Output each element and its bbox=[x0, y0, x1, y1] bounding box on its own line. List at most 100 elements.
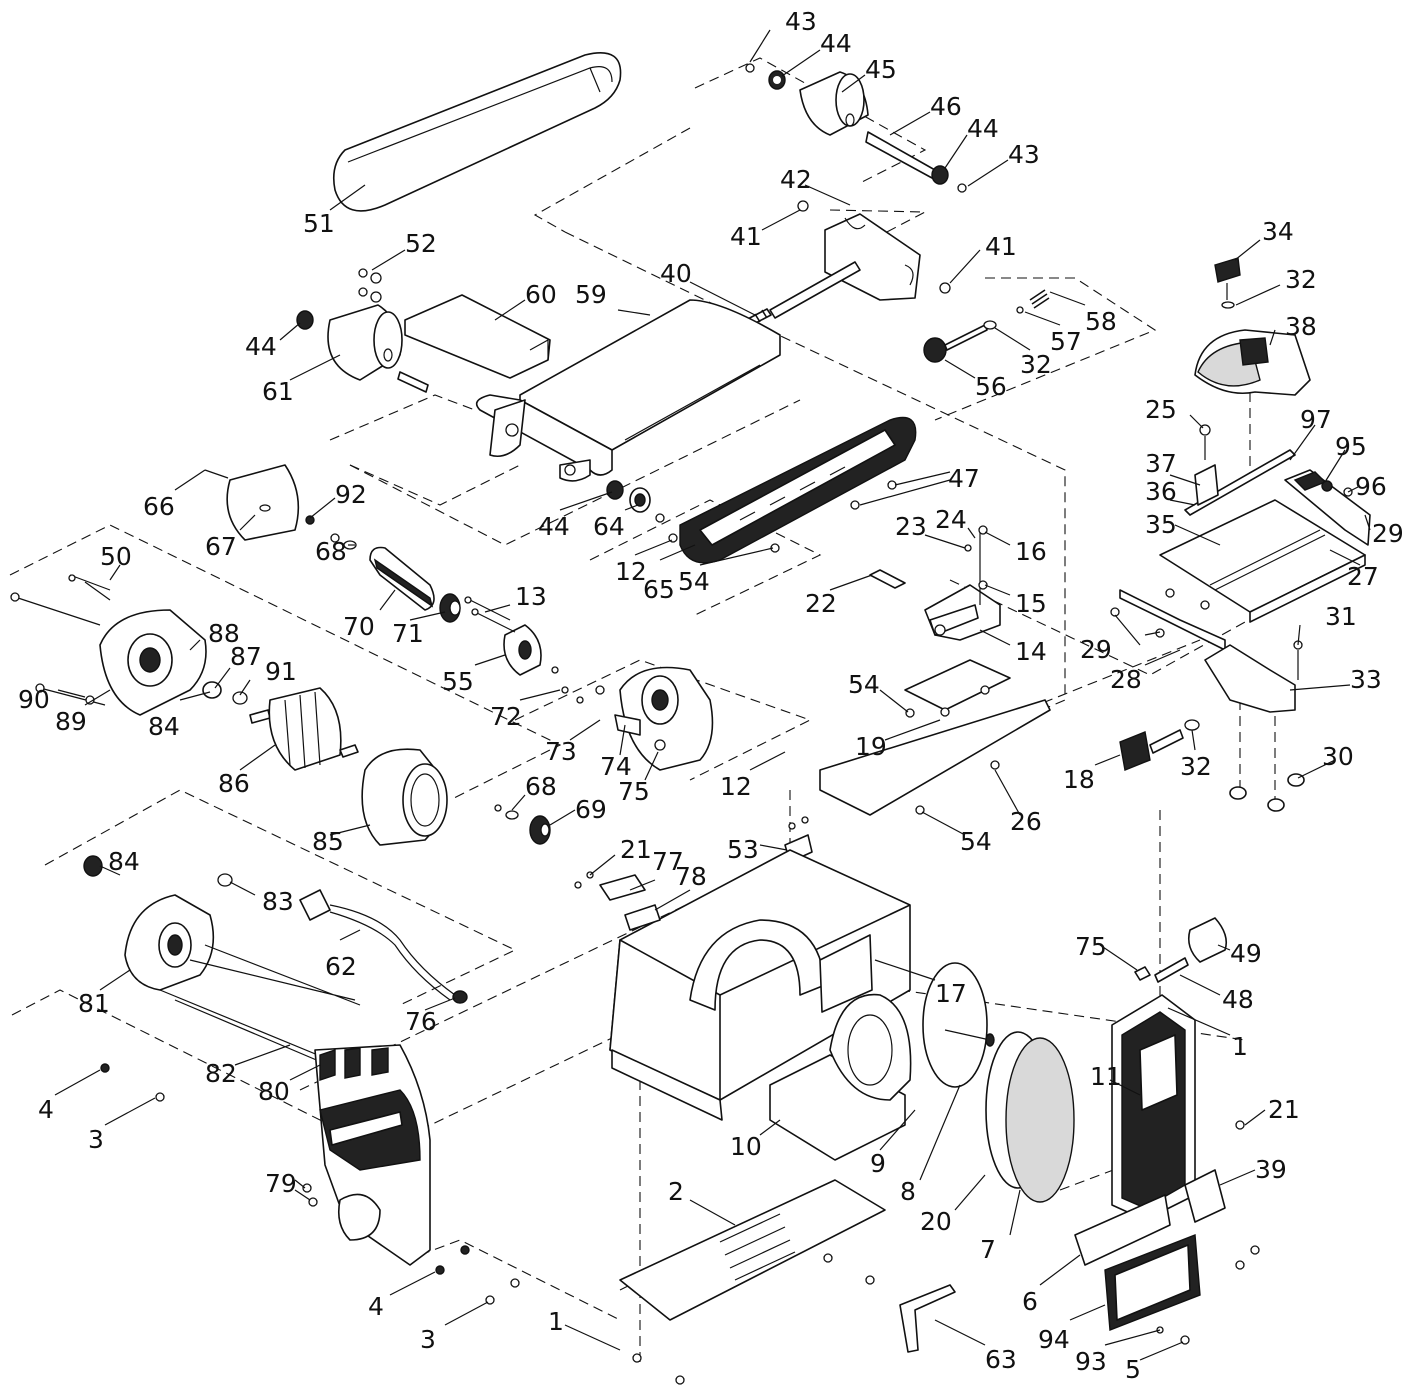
callout-27: 27 bbox=[1347, 562, 1379, 591]
table-lock-knob bbox=[1119, 719, 1200, 771]
callout-36: 36 bbox=[1145, 477, 1177, 506]
base-rails bbox=[819, 659, 1051, 816]
callout-46: 46 bbox=[930, 92, 962, 121]
callout-44: 44 bbox=[245, 332, 277, 361]
callout-76: 76 bbox=[405, 1007, 437, 1036]
callout-85: 85 bbox=[312, 827, 344, 856]
table-support-bracket bbox=[1110, 588, 1305, 812]
callout-59: 59 bbox=[575, 280, 607, 309]
callout-15: 15 bbox=[1015, 589, 1047, 618]
callout-32: 32 bbox=[1020, 350, 1052, 379]
tension-knob bbox=[923, 289, 1050, 363]
callout-6: 6 bbox=[1022, 1287, 1038, 1316]
callout-20: 20 bbox=[920, 1207, 952, 1236]
callout-56: 56 bbox=[975, 372, 1007, 401]
callout-23: 23 bbox=[895, 512, 927, 541]
callout-88: 88 bbox=[208, 619, 240, 648]
callout-40: 40 bbox=[660, 259, 692, 288]
callout-7: 7 bbox=[980, 1235, 996, 1264]
callout-39: 39 bbox=[1255, 1155, 1287, 1184]
callout-3: 3 bbox=[88, 1125, 104, 1154]
base-cabinet bbox=[609, 849, 911, 1121]
callout-62: 62 bbox=[325, 952, 357, 981]
table-fence-hardware bbox=[1184, 424, 1371, 546]
cord-clips bbox=[574, 871, 661, 931]
callout-96: 96 bbox=[1355, 472, 1387, 501]
callout-4: 4 bbox=[368, 1292, 384, 1321]
callout-49: 49 bbox=[1230, 939, 1262, 968]
callout-79: 79 bbox=[265, 1169, 297, 1198]
sanding-spindle-drum bbox=[204, 464, 315, 541]
front-motor-bracket bbox=[83, 855, 361, 1071]
callout-68: 68 bbox=[315, 537, 347, 566]
callout-77: 77 bbox=[652, 847, 684, 876]
callout-3: 3 bbox=[420, 1325, 436, 1354]
callout-37: 37 bbox=[1145, 449, 1177, 478]
callout-21: 21 bbox=[1268, 1095, 1300, 1124]
callout-9: 9 bbox=[870, 1149, 886, 1178]
callout-53: 53 bbox=[727, 835, 759, 864]
callout-84: 84 bbox=[148, 712, 180, 741]
callout-24: 24 bbox=[935, 505, 967, 534]
callout-52: 52 bbox=[405, 229, 437, 258]
callout-68: 68 bbox=[525, 772, 557, 801]
callout-48: 48 bbox=[1222, 985, 1254, 1014]
callout-43: 43 bbox=[785, 7, 817, 36]
callout-42: 42 bbox=[780, 165, 812, 194]
callout-72: 72 bbox=[490, 702, 522, 731]
callout-69: 69 bbox=[575, 795, 607, 824]
callout-44: 44 bbox=[538, 512, 570, 541]
callout-19: 19 bbox=[855, 732, 887, 761]
callout-89: 89 bbox=[55, 707, 87, 736]
side-cover-plate bbox=[1111, 994, 1245, 1223]
callout-58: 58 bbox=[1085, 307, 1117, 336]
callout-11: 11 bbox=[1090, 1062, 1122, 1091]
disc-sander-assembly bbox=[769, 962, 1075, 1203]
callout-29: 29 bbox=[1372, 519, 1404, 548]
callout-38: 38 bbox=[1285, 312, 1317, 341]
callout-63: 63 bbox=[985, 1345, 1017, 1374]
callout-90: 90 bbox=[18, 685, 50, 714]
callout-33: 33 bbox=[1350, 665, 1382, 694]
callout-67: 67 bbox=[205, 532, 237, 561]
motor-armature-stator bbox=[249, 687, 448, 846]
callout-84: 84 bbox=[108, 847, 140, 876]
callout-44: 44 bbox=[967, 114, 999, 143]
callout-91: 91 bbox=[265, 657, 297, 686]
callout-32: 32 bbox=[1180, 752, 1212, 781]
callout-60: 60 bbox=[525, 280, 557, 309]
callout-16: 16 bbox=[1015, 537, 1047, 566]
callout-29: 29 bbox=[1080, 635, 1112, 664]
callout-94: 94 bbox=[1038, 1325, 1070, 1354]
callout-4: 4 bbox=[38, 1095, 54, 1124]
work-table bbox=[1159, 499, 1366, 623]
callout-30: 30 bbox=[1322, 742, 1354, 771]
belt-cover bbox=[679, 416, 917, 564]
callout-41: 41 bbox=[730, 222, 762, 251]
callout-57: 57 bbox=[1050, 327, 1082, 356]
callout-1: 1 bbox=[1232, 1032, 1248, 1061]
sanding-platen-frame bbox=[475, 299, 781, 482]
callout-35: 35 bbox=[1145, 510, 1177, 539]
callout-51: 51 bbox=[303, 209, 335, 238]
callout-64: 64 bbox=[593, 512, 625, 541]
callout-12: 12 bbox=[615, 557, 647, 586]
drive-belt-pulleys bbox=[330, 533, 542, 676]
power-cord bbox=[299, 889, 468, 1004]
callout-2: 2 bbox=[668, 1177, 684, 1206]
motor-housing-rear bbox=[551, 666, 714, 771]
callout-54: 54 bbox=[678, 567, 710, 596]
callout-83: 83 bbox=[262, 887, 294, 916]
callout-54: 54 bbox=[960, 827, 992, 856]
callout-78: 78 bbox=[675, 862, 707, 891]
callout-66: 66 bbox=[143, 492, 175, 521]
callout-65: 65 bbox=[643, 575, 675, 604]
callout-50: 50 bbox=[100, 542, 132, 571]
callout-93: 93 bbox=[1075, 1347, 1107, 1376]
motor-pulley bbox=[494, 804, 551, 845]
callout-32: 32 bbox=[1285, 265, 1317, 294]
callout-18: 18 bbox=[1063, 765, 1095, 794]
motor-end-bracket bbox=[10, 574, 248, 716]
power-switch bbox=[1134, 917, 1228, 1010]
